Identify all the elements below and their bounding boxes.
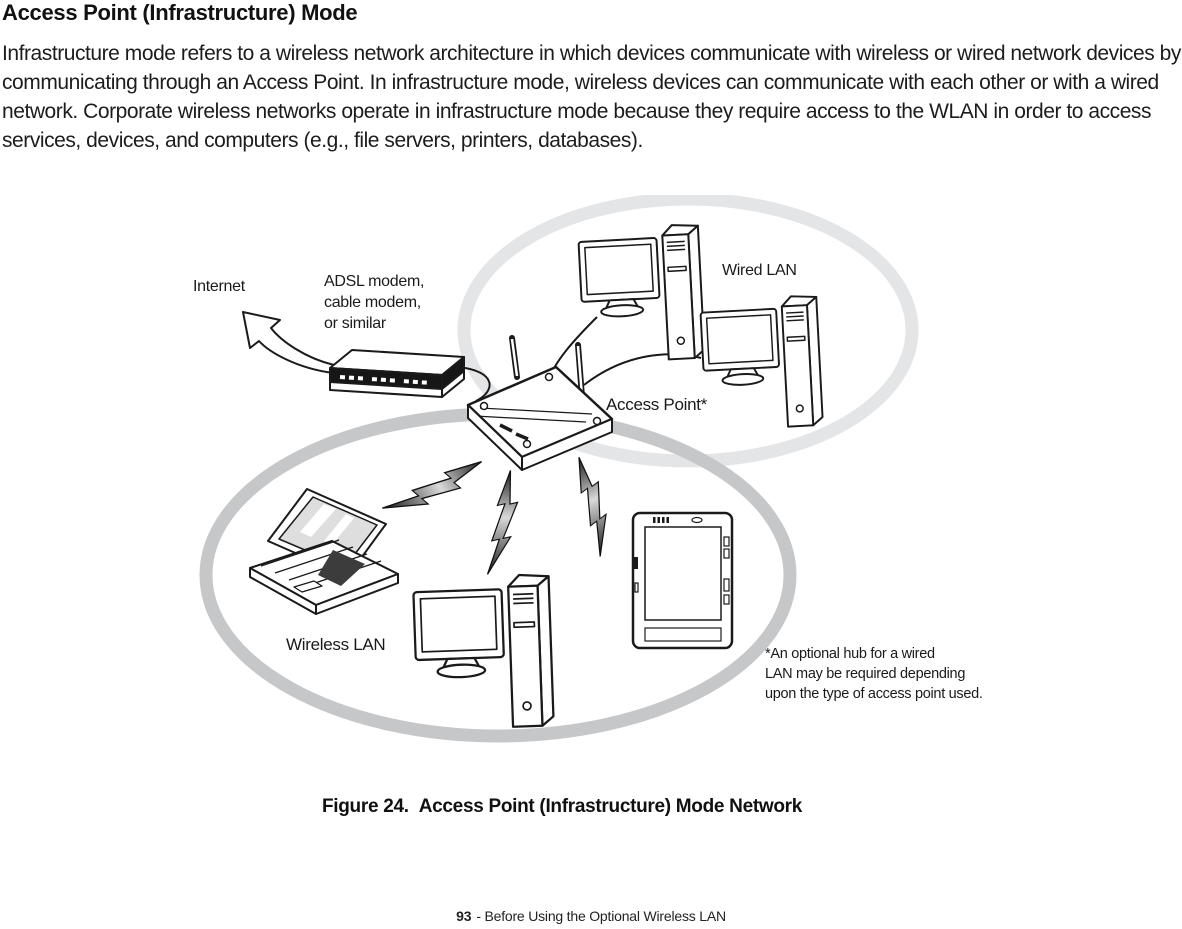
access-point-icon [466, 335, 614, 471]
internet-arrow-icon [242, 311, 335, 374]
footnote: *An optional hub for a wired LAN may be … [765, 646, 983, 702]
wireless-lan-label: Wireless LAN [286, 635, 386, 654]
wired-lan-ellipse [457, 195, 919, 468]
lightning-bolt-icon [562, 453, 626, 558]
figure-caption-label: Figure 24. [321, 796, 409, 817]
footer-text: - Before Using the Optional Wireless LAN [476, 908, 726, 924]
modem-label: ADSL modem, cable modem, or similar [324, 273, 425, 332]
desktop-computer-icon [698, 294, 824, 432]
page-number: 93 [456, 908, 472, 924]
modem-to-ap-line [457, 366, 491, 402]
tablet-pc-icon [631, 511, 734, 650]
network-diagram: Internet ADSL modem, cable modem, or sim… [0, 195, 1182, 755]
wired-lan-label: Wired LAN [722, 262, 797, 279]
lightning-bolt-icon [381, 445, 488, 532]
access-point-label: Access Point* [606, 395, 707, 414]
laptop-icon [249, 488, 399, 615]
page-heading: Access Point (Infrastructure) Mode [2, 0, 358, 25]
desktop-computer-icon [411, 572, 555, 732]
page-footer: 93- Before Using the Optional Wireless L… [0, 908, 1182, 924]
internet-label: Internet [193, 278, 245, 295]
diagram-artwork [199, 195, 919, 743]
figure-caption-title: Access Point (Infrastructure) Mode Netwo… [418, 796, 803, 817]
desktop-computer-icon [576, 222, 706, 365]
adsl-modem-icon [329, 349, 465, 398]
lightning-bolt-icon [486, 468, 520, 577]
figure-caption: Figure 24. Access Point (Infrastructure) … [0, 796, 1124, 818]
body-paragraph: Infrastructure mode refers to a wireless… [2, 42, 1181, 152]
